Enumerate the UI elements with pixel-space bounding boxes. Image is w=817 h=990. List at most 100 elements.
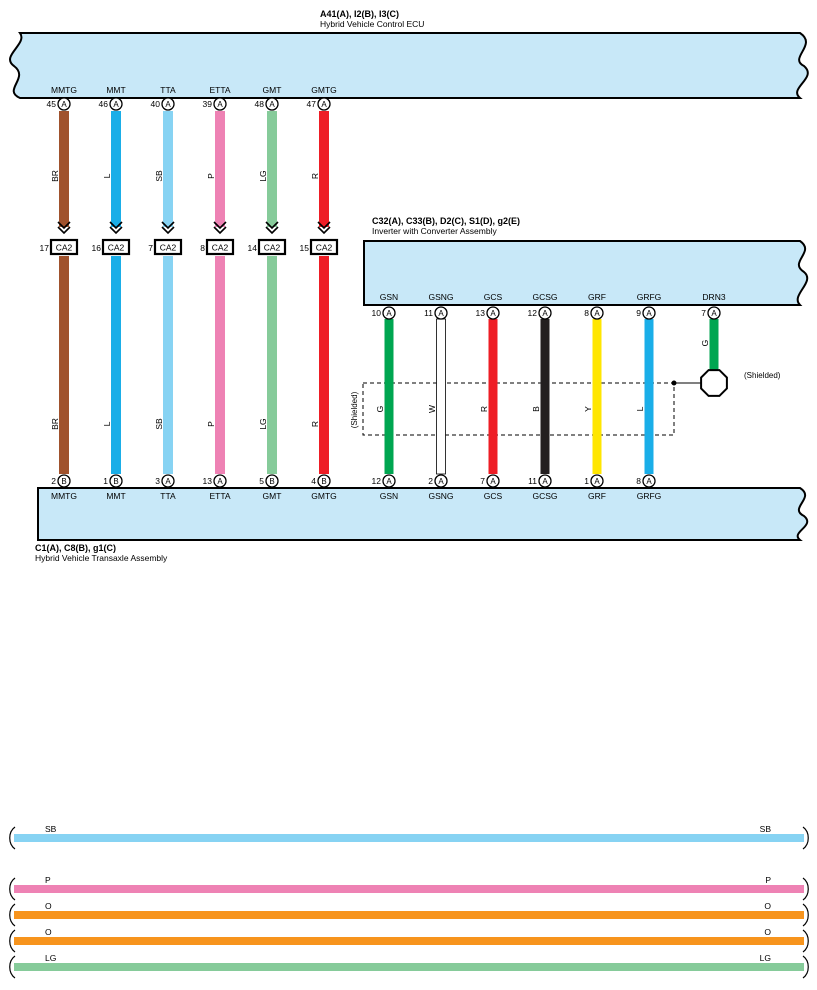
drain-wire-code: G <box>700 340 710 347</box>
inverter-pin-5-circle <box>642 306 656 320</box>
wire-upper-3 <box>215 111 225 227</box>
shield-junction-dot <box>671 380 677 386</box>
inverter-pin-4-conn: A <box>594 309 600 318</box>
ecu-pin-label-0: MMTG <box>51 85 77 95</box>
inverter-wire-0 <box>384 319 394 474</box>
inverter-name-label: Inverter with Converter Assembly <box>372 226 497 236</box>
transaxle-pin-number-6: 12 <box>372 476 382 486</box>
inverter-pin-number-5: 9 <box>636 308 641 318</box>
transaxle-pin-4-conn: B <box>269 477 274 486</box>
ecu-pin-5-circle <box>317 97 331 111</box>
shield-box <box>362 382 675 436</box>
splice-chevron-3-0 <box>213 221 227 230</box>
inverter-pin-label-1: GSNG <box>428 292 453 302</box>
transaxle-name-label: Hybrid Vehicle Transaxle Assembly <box>35 553 168 563</box>
transaxle-pin-2-circle <box>161 474 175 488</box>
inverter-wire-code-0: G <box>375 406 385 413</box>
ca2-connector-box-2 <box>153 238 183 256</box>
legend-bar-left-cap-2 <box>9 903 16 927</box>
wire-lower-1 <box>111 256 121 474</box>
inverter-component-body <box>363 240 809 306</box>
transaxle-pin-0-circle <box>57 474 71 488</box>
inverter-pin-label-2: GCS <box>484 292 503 302</box>
transaxle-pin-label-4: GMT <box>263 491 282 501</box>
wire-code-upper-2: SB <box>154 170 164 182</box>
ecu-pin-number-2: 40 <box>151 99 161 109</box>
transaxle-pin-7-circle <box>434 474 448 488</box>
transaxle-pin-0-conn: B <box>61 477 66 486</box>
legend-bar-left-cap-4 <box>9 955 16 979</box>
inverter-wire-5 <box>644 319 654 474</box>
ecu-pin-label-5: GMTG <box>311 85 337 95</box>
transaxle-pin-number-9: 11 <box>528 476 537 486</box>
inverter-pin-number-2: 13 <box>476 308 486 318</box>
legend-bar-right-cap-4 <box>802 955 809 979</box>
inverter-pin-1-conn: A <box>438 309 444 318</box>
inverter-pin-2-circle <box>486 306 500 320</box>
ecu-pin-2-circle <box>161 97 175 111</box>
legend-bar-code-right-1: P <box>765 875 771 885</box>
ecu-pin-number-4: 48 <box>255 99 265 109</box>
transaxle-pin-8-circle <box>486 474 500 488</box>
legend-bar-2 <box>14 911 804 919</box>
transaxle-pin-8-conn: A <box>490 477 496 486</box>
legend-bar-right-cap-3 <box>802 929 809 953</box>
transaxle-pin-number-0: 2 <box>51 476 56 486</box>
ca2-connector-box-0 <box>49 238 79 256</box>
transaxle-pin-label-11: GRFG <box>637 491 662 501</box>
legend-bar-code-left-1: P <box>45 875 51 885</box>
splice-chevron-4-1 <box>265 226 279 235</box>
ecu-pin-5-conn: A <box>321 100 327 109</box>
ecu-pin-label-4: GMT <box>263 85 282 95</box>
legend-bar-code-left-3: O <box>45 927 52 937</box>
legend-bar-4 <box>14 963 804 971</box>
inverter-pin-number-0: 10 <box>372 308 382 318</box>
transaxle-pin-10-conn: A <box>594 477 600 486</box>
drain-wire <box>709 319 719 370</box>
legend-bar-right-cap-1 <box>802 877 809 901</box>
ca2-connector-label-2: CA2 <box>160 243 177 253</box>
legend-bar-code-left-2: O <box>45 901 52 911</box>
ecu-pin-0-conn: A <box>61 100 67 109</box>
wire-code-upper-0: BR <box>50 170 60 182</box>
legend-bar-code-left-4: LG <box>45 953 56 963</box>
wire-lower-5 <box>319 256 329 474</box>
inverter-pin-number-3: 12 <box>528 308 538 318</box>
wire-code-lower-5: R <box>310 421 320 427</box>
ecu-connectors-label: A41(A), I2(B), I3(C) <box>320 9 399 19</box>
wire-upper-5 <box>319 111 329 227</box>
wire-upper-4 <box>267 111 277 227</box>
ecu-name-label: Hybrid Vehicle Control ECU <box>320 19 424 29</box>
legend-bar-left-cap-3 <box>9 929 16 953</box>
inverter-wire-3 <box>540 319 550 474</box>
transaxle-pin-label-6: GSN <box>380 491 398 501</box>
ca2-connector-box-4 <box>257 238 287 256</box>
wire-code-lower-4: LG <box>258 418 268 429</box>
inverter-wire-code-4: Y <box>583 406 593 412</box>
inverter-wire-code-1: W <box>427 405 437 413</box>
transaxle-pin-number-4: 5 <box>259 476 264 486</box>
ca2-connector-label-1: CA2 <box>108 243 125 253</box>
ecu-pin-number-5: 47 <box>307 99 317 109</box>
transaxle-component-body <box>37 487 809 541</box>
wire-code-lower-0: BR <box>50 418 60 430</box>
inverter-pin-number-1: 11 <box>424 308 433 318</box>
inverter-pin-0-conn: A <box>386 309 392 318</box>
drain-pin-label: DRN3 <box>702 292 725 302</box>
inverter-wire-code-2: R <box>479 406 489 412</box>
legend-bar-1 <box>14 885 804 893</box>
ca2-connector-box-1 <box>101 238 131 256</box>
ecu-pin-number-0: 45 <box>47 99 57 109</box>
wire-code-lower-2: SB <box>154 418 164 430</box>
ecu-pin-label-3: ETTA <box>209 85 230 95</box>
ecu-pin-number-1: 46 <box>99 99 109 109</box>
shield-vertical-label: (Shielded) <box>350 391 359 428</box>
ca2-pin-number-1: 16 <box>92 243 102 253</box>
legend-bar-right-cap-2 <box>802 903 809 927</box>
splice-chevron-5-0 <box>317 221 331 230</box>
inverter-pin-number-4: 8 <box>584 308 589 318</box>
wire-code-upper-4: LG <box>258 170 268 181</box>
splice-chevron-1-1 <box>109 226 123 235</box>
transaxle-pin-1-conn: B <box>113 477 118 486</box>
